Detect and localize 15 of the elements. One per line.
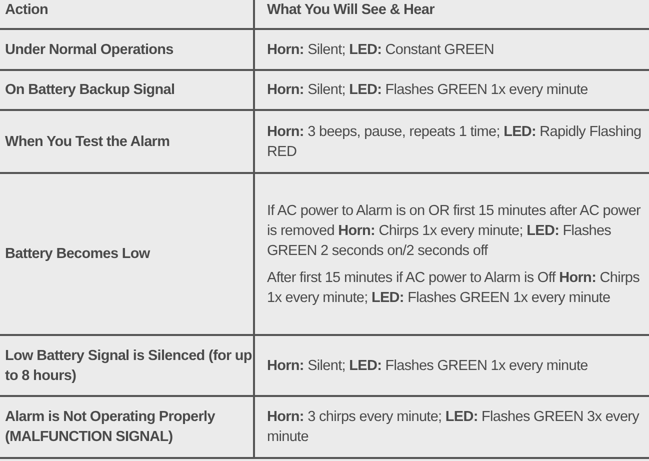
action-text: Alarm is Not Operating Properly (MALFUNCTION SIGNAL) (5, 408, 216, 447)
response-text: Horn: Silent; LED: Flashes GREEN 1x every minute (267, 356, 589, 376)
action-text: Battery Becomes Low (5, 245, 152, 264)
column-header: What You Will See & Hear (267, 1, 436, 20)
action-text: Under Normal Operations (5, 40, 174, 60)
response-text: Horn: Silent; LED: Flashes GREEN 1x every minute (267, 81, 589, 100)
action-text: Low Battery Signal is Silenced (for up to 8 hours) (5, 346, 253, 386)
response-text: If AC power to Alarm is on OR first 15 minutes after AC power is removed Horn: Chirps 1x every minute; LED: Flashes GREEN 2 seconds on/2 seconds off (267, 202, 642, 260)
response-text: Horn: 3 chirps every minute; LED: Flashes GREEN 3x every minute (267, 408, 640, 447)
column-header: Action (5, 1, 50, 20)
response-text: Horn: Silent; LED: Constant GREEN (267, 40, 495, 60)
response-text: After first 15 minutes if AC power to Alarm is Off Horn: Chirps 1x every minute; LED: Flashes GREEN 1x every minute (267, 268, 641, 308)
action-text: When You Test the Alarm (5, 132, 171, 152)
response-text: Horn: 3 beeps, pause, repeats 1 time; LED: Rapidly Flashing RED (267, 122, 642, 162)
action-text: On Battery Backup Signal (5, 81, 176, 100)
